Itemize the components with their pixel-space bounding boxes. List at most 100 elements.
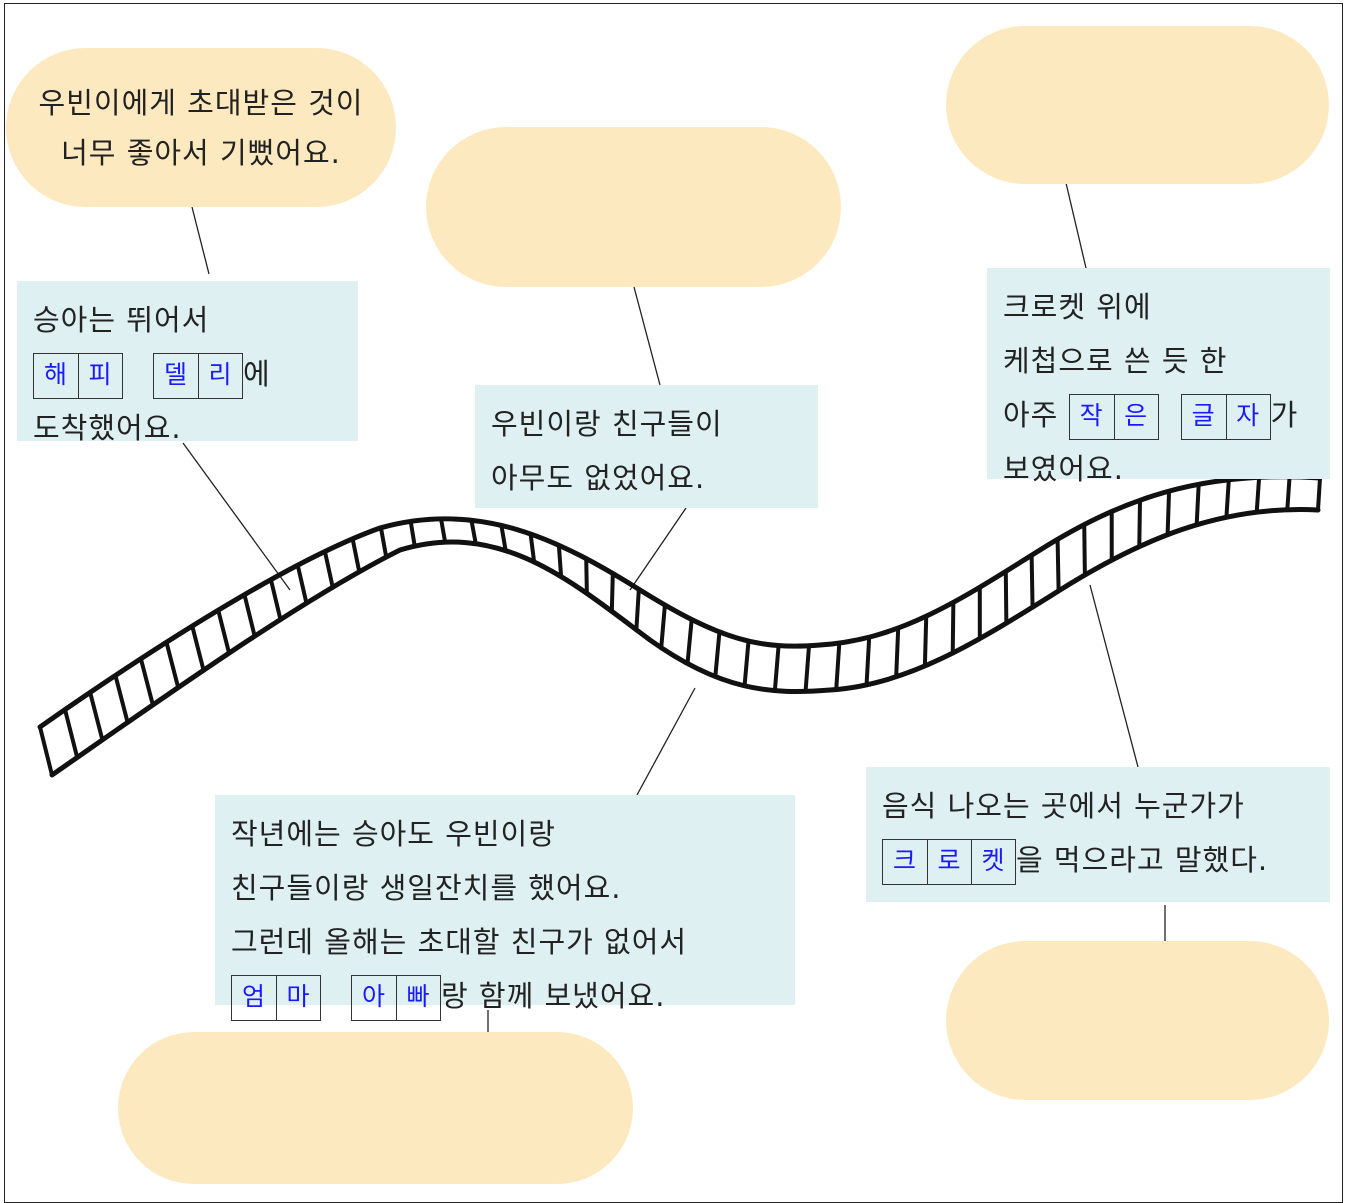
story-text-line: 음식 나오는 곳에서 누군가가 <box>882 779 1314 833</box>
road-tie <box>381 528 386 557</box>
answer-cell: 은 <box>1114 395 1158 439</box>
road-tie <box>1006 571 1007 623</box>
answer-cell: 델 <box>154 354 198 398</box>
road-tie <box>1139 500 1140 546</box>
empty-bubble-bottom-left <box>118 1032 633 1184</box>
story-text-line: 승아는 뛰어서 <box>33 293 342 347</box>
story-text: 을 먹으라고 말했다. <box>1016 843 1268 877</box>
story-text-line: 친구들이랑 생일잔치를 했어요. <box>231 861 779 915</box>
road-tie <box>141 659 153 705</box>
connector-line <box>637 688 695 795</box>
story-text-line: 도착했어요. <box>33 401 342 455</box>
answer-cell: 자 <box>1226 395 1270 439</box>
road-tie <box>896 628 898 677</box>
story-text-line: 아무도 없었어요. <box>491 451 802 505</box>
answer-cell: 빠 <box>396 976 440 1020</box>
story-text-line: 보였어요. <box>1003 442 1314 496</box>
road-tie <box>836 643 839 689</box>
story-text: 에 <box>243 357 271 391</box>
road-tie <box>218 610 229 653</box>
connector-line <box>1090 585 1138 767</box>
road-tie <box>867 637 870 685</box>
road-tie <box>687 620 691 664</box>
story-text-line: 우빈이랑 친구들이 <box>491 397 802 451</box>
road-tie <box>271 580 281 620</box>
answer-cell: 켓 <box>971 840 1015 884</box>
answer-cell: 리 <box>198 354 242 398</box>
story-box-last-year: 작년에는 승아도 우빈이랑 친구들이랑 생일잔치를 했어요. 그런데 올해는 초… <box>215 795 795 1005</box>
road-tie <box>192 626 203 670</box>
answer-cell: 글 <box>1182 395 1226 439</box>
answer-cell: 작 <box>1070 395 1114 439</box>
answer-cell: 해 <box>34 354 78 398</box>
road-tie <box>531 534 535 562</box>
empty-bubble-top-center <box>426 127 841 287</box>
road-tie <box>441 519 445 542</box>
story-text-line: 크로켓 위에 <box>1003 280 1314 334</box>
road-tie <box>353 539 360 572</box>
road-tie <box>806 646 809 692</box>
road-tie <box>166 642 178 687</box>
road-tie <box>411 521 415 546</box>
story-text: 가 <box>1271 398 1299 432</box>
bubble-text-line: 너무 좋아서 기뻤어요. <box>61 128 341 178</box>
answer-cell: 아 <box>352 976 396 1020</box>
answer-cell: 엄 <box>232 976 276 1020</box>
connector-line <box>1066 183 1086 268</box>
connector-line <box>183 443 290 590</box>
road-tie <box>953 602 954 653</box>
road-tie <box>244 595 254 636</box>
road-tie <box>501 525 505 550</box>
speech-bubble-top-left: 우빈이에게 초대받은 것이 너무 좋아서 기뻤어요. <box>6 48 396 207</box>
road-tie <box>636 589 638 629</box>
road-tie <box>1084 525 1085 575</box>
answer-cell: 크 <box>883 840 927 884</box>
connector-line <box>192 207 209 274</box>
road-tie <box>715 632 719 677</box>
connector-line <box>630 508 686 590</box>
road-tie <box>1058 539 1059 591</box>
answer-cell: 마 <box>276 976 320 1020</box>
story-text-line: 작년에는 승아도 우빈이랑 <box>231 807 779 861</box>
road-tie <box>661 605 665 648</box>
road-tie <box>925 616 926 666</box>
empty-bubble-bottom-right <box>946 941 1329 1100</box>
road-tie <box>586 559 587 594</box>
road-tie <box>1318 478 1320 510</box>
road-edge-bottom <box>52 510 1318 775</box>
story-text-line: 케첩으로 쓴 듯 한 <box>1003 334 1314 388</box>
road-tie <box>745 641 749 686</box>
road-tie <box>325 552 333 588</box>
road-tie <box>1168 491 1169 535</box>
road-tie <box>115 675 127 722</box>
answer-cell: 로 <box>927 840 971 884</box>
story-text: 랑 함께 보냈어요. <box>441 979 665 1013</box>
story-text: 아주 <box>1003 398 1058 432</box>
road-tie <box>90 692 102 739</box>
road-tie <box>40 727 52 775</box>
road-tie <box>1032 555 1033 607</box>
connector-line <box>634 287 660 385</box>
road-tie <box>471 520 475 543</box>
road-tie <box>612 573 613 611</box>
road-tie <box>298 565 307 603</box>
road-tie <box>65 710 77 758</box>
empty-bubble-top-right <box>946 26 1329 184</box>
story-box-no-friends: 우빈이랑 친구들이 아무도 없었어요. <box>475 385 818 508</box>
answer-cell: 피 <box>78 354 122 398</box>
bubble-text-line: 우빈이에게 초대받은 것이 <box>39 78 364 128</box>
